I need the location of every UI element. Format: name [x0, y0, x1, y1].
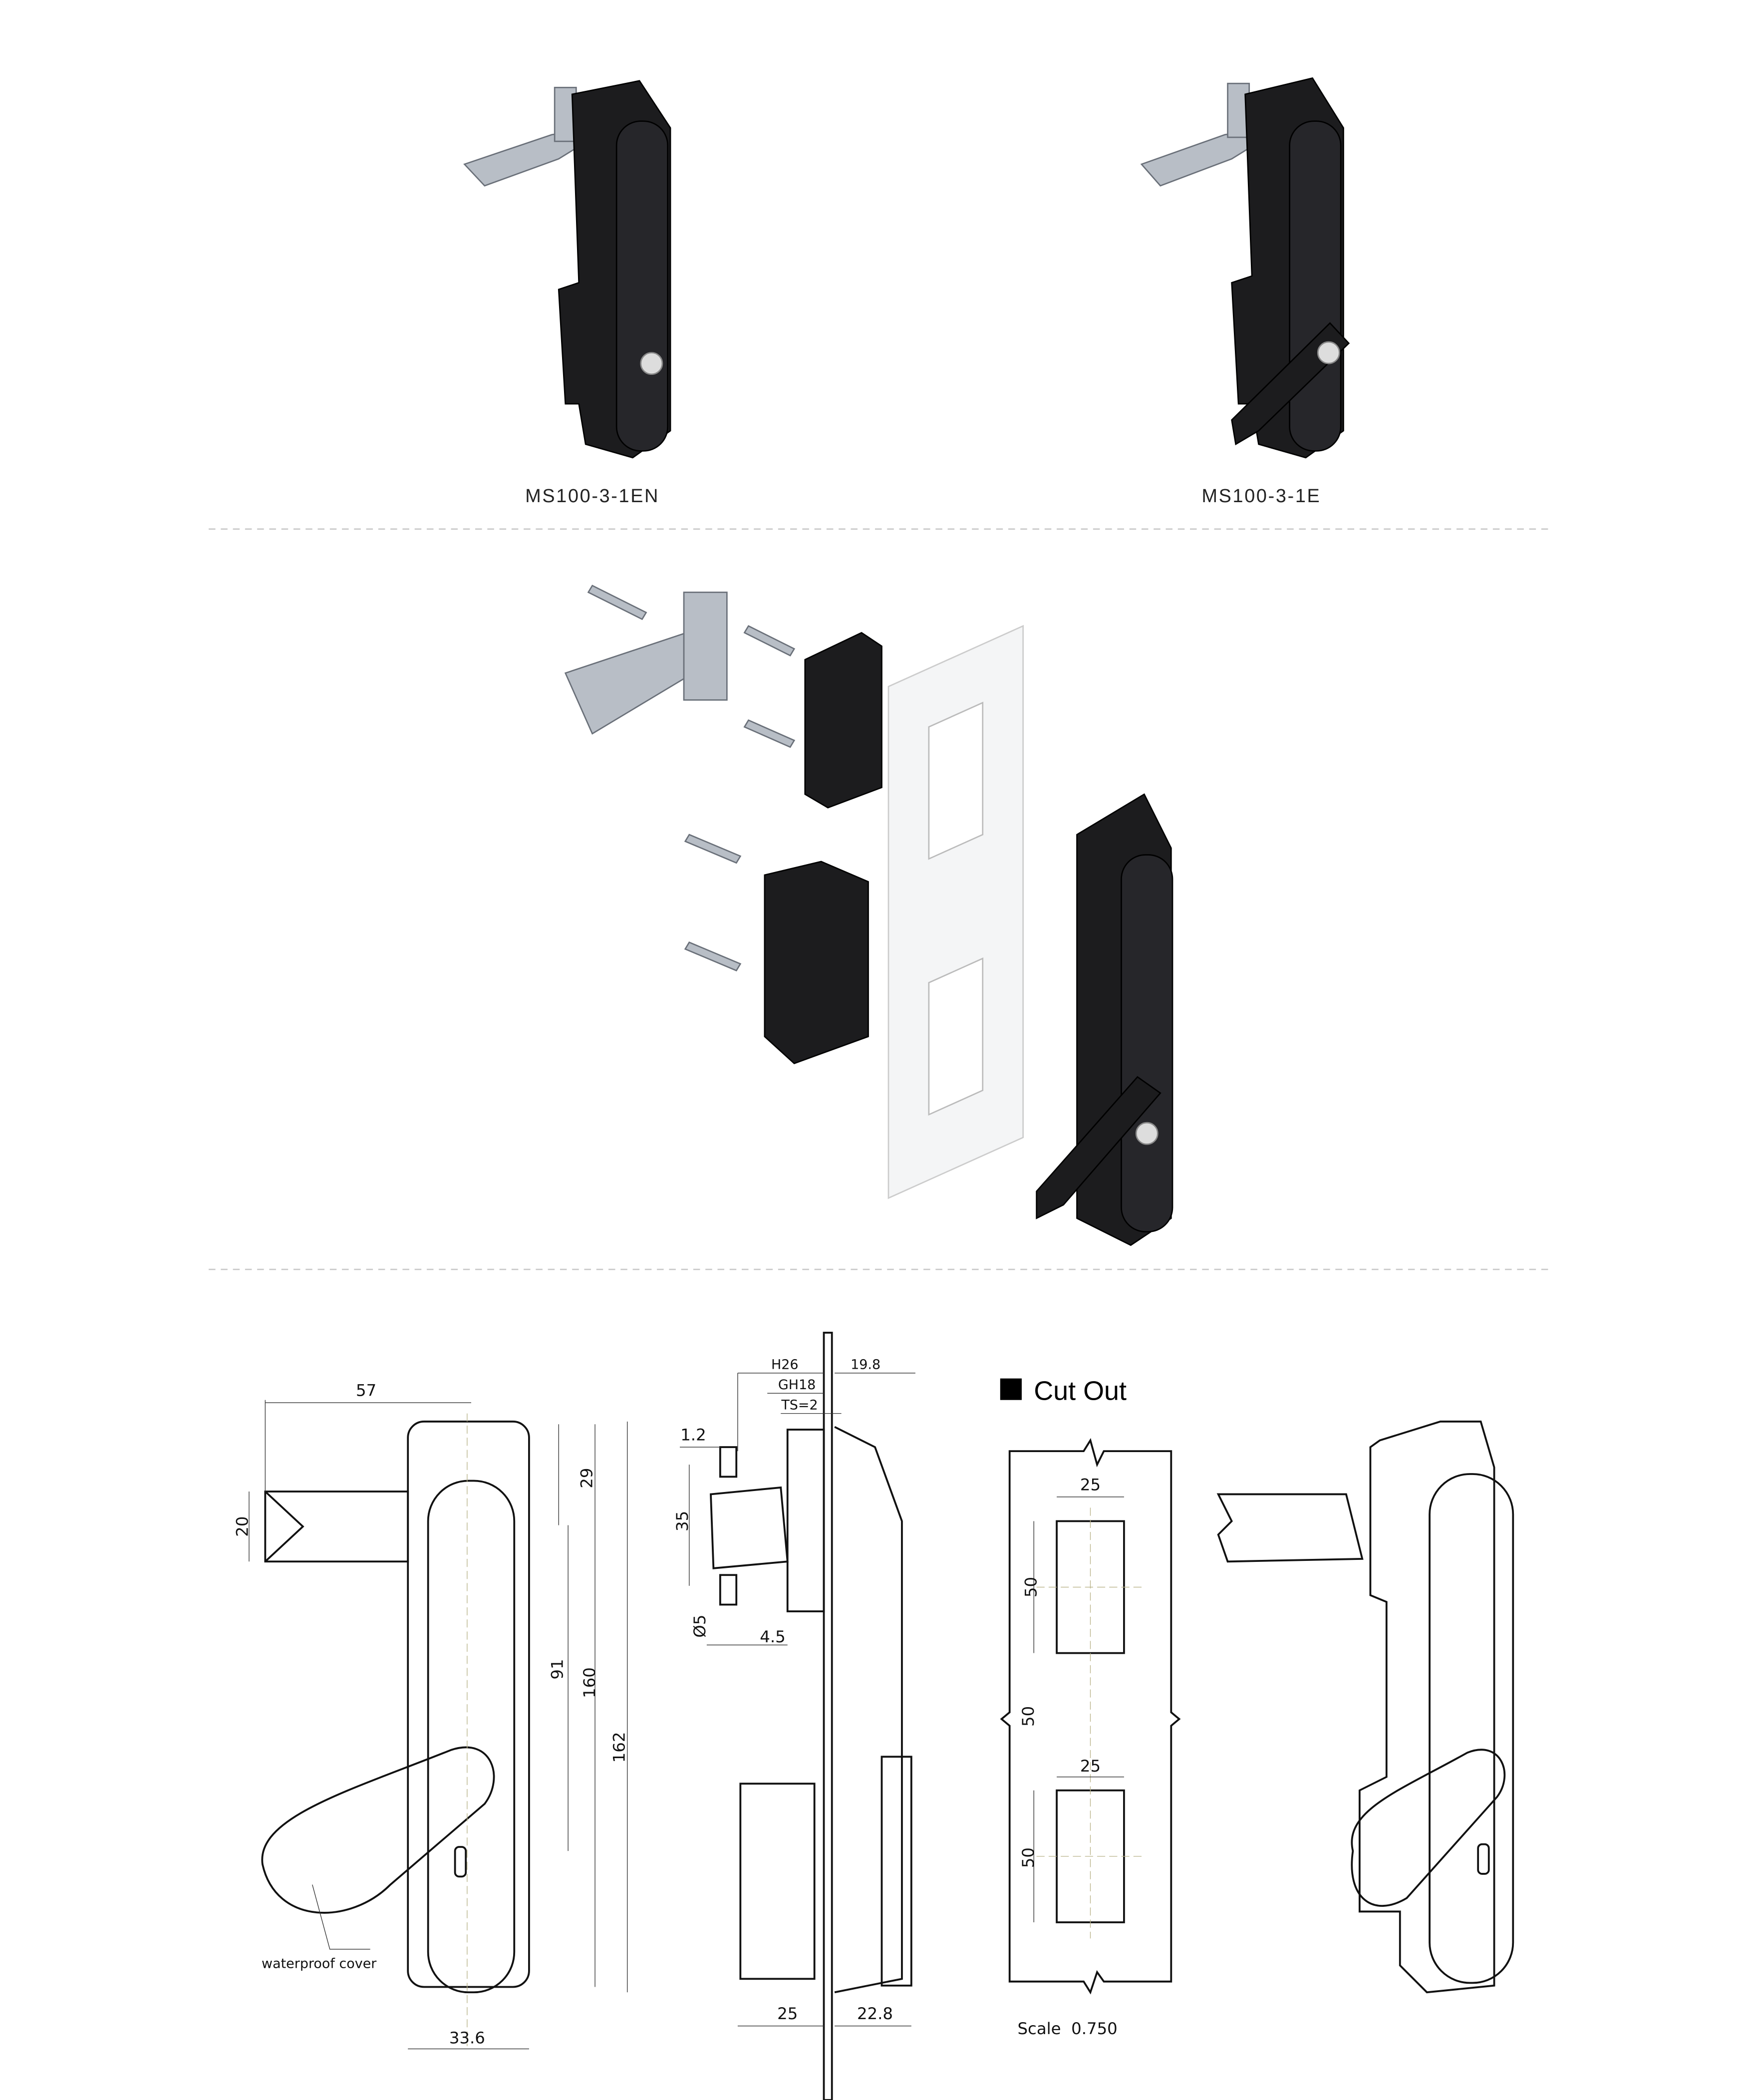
dim-gh18: GH18	[778, 1377, 816, 1393]
latch-render-ms100-3-1e	[1140, 77, 1350, 459]
dim-19-8: 19.8	[851, 1357, 880, 1373]
dim-h26: H26	[771, 1357, 799, 1373]
dim-160: 160	[580, 1667, 599, 1698]
cut-width-bottom: 25	[1080, 1757, 1101, 1776]
waterproof-cover-callout: waterproof cover	[262, 1956, 377, 1972]
dim-1-2: 1.2	[680, 1426, 706, 1445]
latch-render-ms100-3-1en	[463, 80, 671, 459]
side-view-drawing	[679, 1331, 915, 2100]
front-view-drawing	[249, 1400, 628, 2050]
dim-25: 25	[777, 2004, 798, 2023]
cut-height-bottom: 50	[1019, 1847, 1038, 1868]
cut-out-title: Cut Out	[1034, 1376, 1127, 1406]
cut-gap: 50	[1019, 1706, 1038, 1727]
dim-29: 29	[578, 1468, 596, 1488]
cut-height-top: 50	[1022, 1577, 1041, 1597]
perspective-line-drawing	[1216, 1420, 1514, 1994]
model-label: MS100-3-1EN	[525, 485, 659, 506]
section-bullet	[1000, 1378, 1022, 1400]
cut-width-top: 25	[1080, 1475, 1101, 1494]
dim-91: 91	[548, 1659, 567, 1679]
dim-162: 162	[609, 1732, 628, 1763]
dim-20: 20	[233, 1516, 252, 1537]
dim-22-8: 22.8	[857, 2004, 893, 2023]
dim-diameter-5: Ø5	[690, 1615, 709, 1638]
model-label: MS100-3-1E	[1202, 485, 1321, 506]
exploded-assembly-view	[564, 585, 1173, 1246]
dim-57: 57	[356, 1381, 376, 1400]
cut-out-drawing	[1000, 1438, 1181, 1995]
dim-ts2: TS=2	[781, 1398, 818, 1413]
scale-label: Scale 0.750	[1018, 2019, 1118, 2038]
dim-33-6: 33.6	[449, 2029, 485, 2048]
dim-35: 35	[673, 1511, 692, 1531]
dim-4-5: 4.5	[760, 1627, 785, 1646]
